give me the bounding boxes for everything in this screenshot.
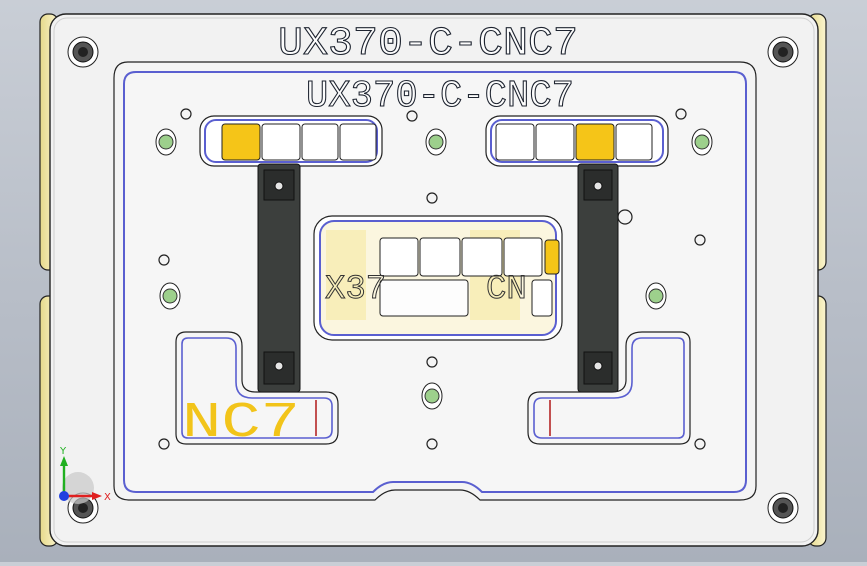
pad-slot-right[interactable]: [485, 115, 669, 167]
screw-top-left-icon: [67, 36, 99, 68]
window-text-left: X37: [325, 271, 386, 309]
nut-icon: [421, 382, 443, 410]
mounting-holes: [158, 108, 706, 450]
clamp-bracket-right[interactable]: [577, 163, 619, 393]
lower-left-text: NC7: [182, 395, 300, 452]
pad-slot-left[interactable]: [199, 115, 383, 167]
locating-nuts: [155, 128, 713, 410]
window-text-right: CN: [486, 271, 527, 309]
nut-icon: [645, 282, 667, 310]
nut-icon: [691, 128, 713, 156]
nut-icon: [155, 128, 177, 156]
clamp-bracket-left[interactable]: [257, 163, 301, 393]
lower-pocket-right[interactable]: [527, 331, 691, 445]
nut-icon: [425, 128, 447, 156]
axis-x-label: X: [104, 492, 111, 503]
lower-pocket-left[interactable]: NC7: [175, 331, 339, 452]
screw-top-right-icon: [767, 36, 799, 68]
screw-bottom-right-icon: [767, 492, 799, 524]
center-window[interactable]: X37 CN: [313, 215, 563, 341]
nut-icon: [159, 282, 181, 310]
corner-screws: [67, 36, 799, 524]
part-number-inner: UX370-C-CNC7: [306, 75, 574, 118]
part-number-top: UX370-C-CNC7: [278, 22, 578, 67]
axis-y-label: Y: [59, 446, 67, 457]
coordinate-triad: Y X: [59, 446, 111, 504]
